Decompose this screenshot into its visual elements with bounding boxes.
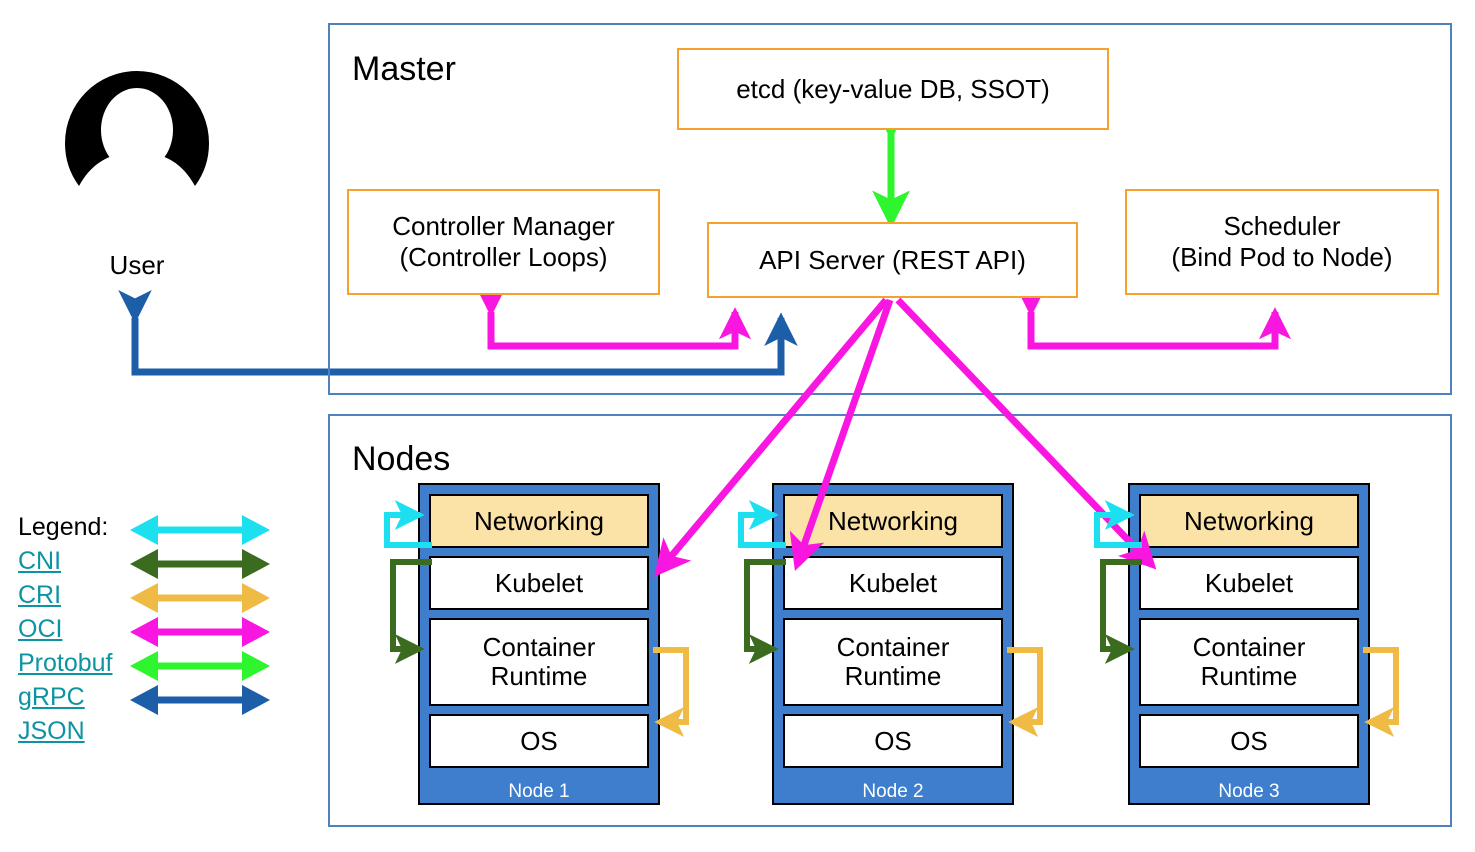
master-box-etcd-line1: etcd (key-value DB, SSOT) [736, 73, 1050, 104]
nodes-group-title: Nodes [352, 440, 451, 478]
node-1-container-runtime-line1: Container [482, 632, 596, 663]
node-3-name: Node 3 [1218, 781, 1280, 802]
master-box-scheduler-line2: (Bind Pod to Node) [1171, 242, 1393, 272]
node-3-kubelet-label: Kubelet [1204, 567, 1294, 598]
master-box-controller-manager-line1: Controller Manager [392, 211, 615, 242]
legend-item-oci[interactable]: OCI [18, 615, 63, 643]
node-1-row-kubelet[interactable]: Kubelet [429, 556, 649, 610]
node-2-networking-label: Networking [827, 505, 959, 536]
node-1-name: Node 1 [508, 781, 570, 802]
legend-item-protobuf[interactable]: Protobuf [18, 649, 113, 677]
node-1-row-os[interactable]: OS [429, 714, 649, 768]
node-2-name: Node 2 [862, 781, 924, 802]
legend-item-grpc[interactable]: gRPC [18, 683, 85, 711]
node-2-os-label: OS [874, 725, 912, 756]
legend-arrow-swatches [130, 515, 270, 715]
master-group-title: Master [352, 50, 456, 88]
legend-item-json[interactable]: JSON [18, 717, 85, 745]
master-box-etcd[interactable]: etcd (key-value DB, SSOT) [677, 48, 1109, 130]
legend-arrow-json [130, 685, 270, 715]
node-2-container-runtime-line2: Runtime [844, 661, 942, 691]
user-avatar-icon [64, 71, 210, 186]
node-2-row-os[interactable]: OS [783, 714, 1003, 768]
legend-title: Legend: [18, 513, 109, 541]
node-2-row-container-runtime[interactable]: Container Runtime [783, 618, 1003, 706]
node-1-row-container-runtime[interactable]: Container Runtime [429, 618, 649, 706]
node-3-container-runtime-line1: Container [1192, 632, 1306, 663]
legend-arrow-cni [130, 515, 270, 545]
user-label: User [109, 250, 165, 280]
master-box-controller-manager-line2: (Controller Loops) [399, 242, 608, 272]
node-3-row-networking[interactable]: Networking [1139, 494, 1359, 548]
master-box-scheduler-line1: Scheduler [1223, 211, 1341, 242]
legend-arrow-oci [130, 583, 270, 613]
node-3-networking-label: Networking [1183, 505, 1315, 536]
node-1-kubelet-label: Kubelet [494, 567, 584, 598]
node-card-3[interactable]: Networking Kubelet Container Runtime OS … [1128, 483, 1370, 805]
node-1-networking-label: Networking [473, 505, 605, 536]
legend-item-cni[interactable]: CNI [18, 547, 62, 575]
node-2-row-kubelet[interactable]: Kubelet [783, 556, 1003, 610]
node-2-container-runtime-line1: Container [836, 632, 950, 663]
node-1-row-networking[interactable]: Networking [429, 494, 649, 548]
node-card-1[interactable]: Networking Kubelet Container Runtime OS … [418, 483, 660, 805]
master-box-controller-manager[interactable]: Controller Manager (Controller Loops) [347, 189, 660, 295]
master-box-api-server[interactable]: API Server (REST API) [707, 222, 1078, 298]
node-1-container-runtime-line2: Runtime [490, 661, 588, 691]
legend-item-cri[interactable]: CRI [18, 581, 62, 609]
legend-arrow-cri [130, 549, 270, 579]
node-1-os-label: OS [520, 725, 558, 756]
node-3-row-os[interactable]: OS [1139, 714, 1359, 768]
node-3-container-runtime-line2: Runtime [1200, 661, 1298, 691]
node-3-row-kubelet[interactable]: Kubelet [1139, 556, 1359, 610]
node-2-kubelet-label: Kubelet [848, 567, 938, 598]
node-3-row-container-runtime[interactable]: Container Runtime [1139, 618, 1359, 706]
node-card-2[interactable]: Networking Kubelet Container Runtime OS … [772, 483, 1014, 805]
node-2-row-networking[interactable]: Networking [783, 494, 1003, 548]
legend-arrow-protobuf [130, 617, 270, 647]
master-box-scheduler[interactable]: Scheduler (Bind Pod to Node) [1125, 189, 1439, 295]
node-3-os-label: OS [1230, 725, 1268, 756]
master-box-api-server-line1: API Server (REST API) [759, 244, 1026, 275]
legend-arrow-grpc [130, 651, 270, 681]
